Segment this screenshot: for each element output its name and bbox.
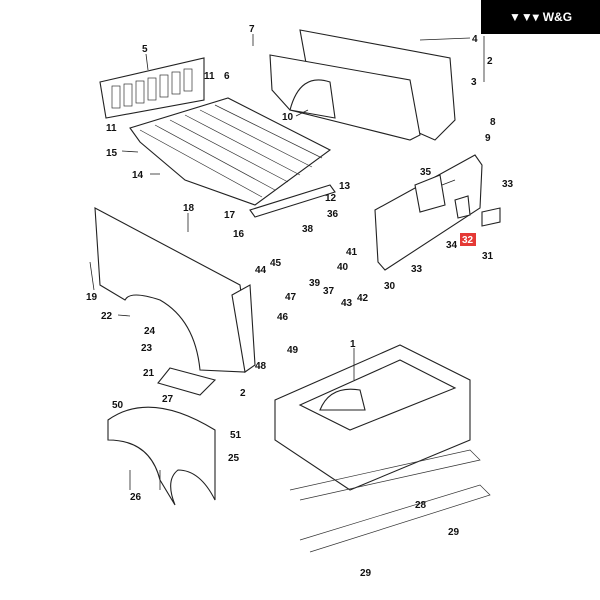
complete-bed-part <box>274 344 471 491</box>
callout[interactable]: 27 <box>162 394 174 405</box>
callout[interactable]: 23 <box>141 343 153 354</box>
callout[interactable]: 29 <box>360 568 372 579</box>
callout[interactable]: 50 <box>112 400 124 411</box>
callout[interactable]: 33 <box>502 179 514 190</box>
logo-text: W&G <box>542 10 573 24</box>
svg-text:32: 32 <box>462 235 474 246</box>
callout[interactable]: 51 <box>230 430 242 441</box>
callout[interactable]: 11 <box>204 71 215 82</box>
callout[interactable]: 31 <box>482 251 494 262</box>
callout[interactable]: 37 <box>323 286 335 297</box>
callout[interactable]: 44 <box>255 265 267 276</box>
callout[interactable]: 7 <box>249 24 255 35</box>
callout[interactable]: 33 <box>411 264 423 275</box>
callout[interactable]: 1 <box>350 339 356 350</box>
callout[interactable]: 42 <box>357 293 369 304</box>
callout[interactable]: 35 <box>420 167 432 178</box>
callout[interactable]: 26 <box>130 492 142 503</box>
callout[interactable]: 19 <box>86 292 98 303</box>
callout[interactable]: 41 <box>346 247 358 258</box>
triple-chevron-logo-icon: ▼▼▾ <box>508 10 539 24</box>
leader-lines <box>89 34 485 490</box>
tailgate-part <box>374 154 501 271</box>
callout[interactable]: 12 <box>325 193 337 204</box>
callout[interactable]: 24 <box>144 326 156 337</box>
callout[interactable]: 5 <box>142 44 148 55</box>
callout[interactable]: 36 <box>327 209 339 220</box>
callout[interactable]: 16 <box>233 229 245 240</box>
callout[interactable]: 18 <box>183 203 195 214</box>
callout[interactable]: 45 <box>270 258 282 269</box>
bed-floor-part <box>129 97 336 218</box>
callout[interactable]: 2 <box>240 388 246 399</box>
callout[interactable]: 22 <box>101 311 113 322</box>
callout[interactable]: 2 <box>487 56 493 67</box>
callout[interactable]: 9 <box>485 133 491 144</box>
step-part <box>157 367 217 396</box>
callout[interactable]: 40 <box>337 262 349 273</box>
callout[interactable]: 29 <box>448 527 460 538</box>
callout[interactable]: 39 <box>309 278 321 289</box>
callout[interactable]: 8 <box>490 117 496 128</box>
callout[interactable]: 43 <box>341 298 353 309</box>
callout[interactable]: 49 <box>287 345 299 356</box>
callout[interactable]: 3 <box>471 77 477 88</box>
callout[interactable]: 15 <box>106 148 118 159</box>
callout[interactable]: 21 <box>143 368 155 379</box>
callout[interactable]: 30 <box>384 281 396 292</box>
callout-labels: 7 5 11 6 4 2 3 10 8 9 11 15 14 13 12 35 … <box>86 24 514 579</box>
callout[interactable]: 28 <box>415 500 427 511</box>
fender-liner-part <box>107 406 216 506</box>
callout[interactable]: 4 <box>472 34 478 45</box>
frame-part <box>289 449 491 553</box>
callout[interactable]: 25 <box>228 453 240 464</box>
front-panel-part <box>99 57 205 119</box>
callout[interactable]: 6 <box>224 71 230 82</box>
brand-logo: ▼▼▾ W&G <box>481 0 600 34</box>
callout[interactable]: 46 <box>277 312 289 323</box>
callout[interactable]: 48 <box>255 361 267 372</box>
highlighted-callout[interactable]: 32 <box>460 233 476 246</box>
callout[interactable]: 13 <box>339 181 351 192</box>
callout[interactable]: 10 <box>282 112 294 123</box>
callout[interactable]: 47 <box>285 292 297 303</box>
callout[interactable]: 14 <box>132 170 144 181</box>
callout[interactable]: 38 <box>302 224 314 235</box>
callout[interactable]: 17 <box>224 210 236 221</box>
callout[interactable]: 11 <box>106 123 117 134</box>
callout[interactable]: 34 <box>446 240 458 251</box>
outer-side-panel-part <box>94 207 256 373</box>
side-panel-part <box>269 29 456 141</box>
